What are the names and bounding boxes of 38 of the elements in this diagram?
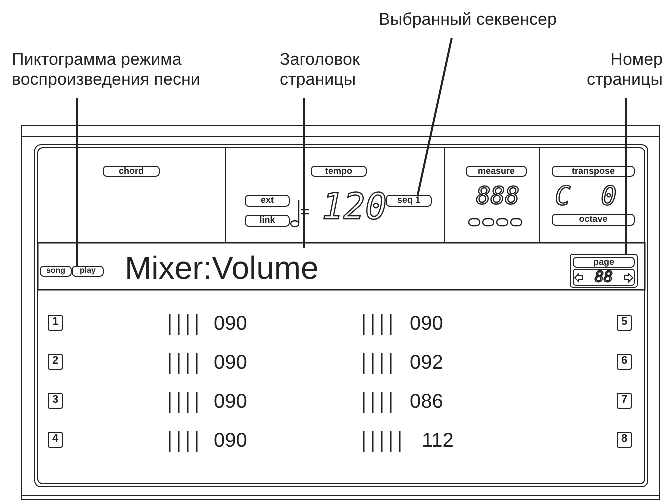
- page-indicator: page 88: [570, 254, 638, 288]
- volume-value: 086: [410, 391, 444, 413]
- channel-number: 7: [617, 393, 632, 409]
- volume-value: 090: [214, 391, 248, 413]
- channel-number: 3: [48, 393, 63, 409]
- volume-value: 090: [214, 352, 248, 374]
- segment-readout: C: [554, 184, 572, 212]
- channel-number: 1: [48, 315, 63, 331]
- callout-text: Заголовок страницы: [280, 50, 400, 94]
- indicator-label: measure: [466, 166, 527, 177]
- channel-number: 5: [617, 315, 632, 331]
- indicator-label: chord: [103, 166, 160, 177]
- indicator-label: transpose: [552, 166, 635, 177]
- channel-number: 8: [617, 432, 632, 448]
- segment-readout: 120: [322, 190, 384, 230]
- leader-line: [303, 98, 305, 248]
- segment-readout: 888: [475, 184, 521, 210]
- indicator-label: ext: [245, 195, 290, 207]
- indicator-label: tempo: [311, 166, 367, 177]
- callout-text: Выбранный секвенсер: [348, 10, 588, 34]
- volume-value: 092: [410, 352, 444, 374]
- indicator-label: link: [245, 215, 290, 227]
- indicator-label: seq 1: [386, 195, 432, 207]
- leader-line: [417, 38, 453, 196]
- volume-value: 090: [214, 430, 248, 452]
- volume-value: 090: [214, 313, 248, 335]
- leader-line: [76, 98, 78, 266]
- channel-number: 4: [48, 432, 63, 448]
- callout-text: Пиктограмма режима воспроизведения песни: [12, 50, 274, 94]
- segment-readout: 0: [600, 184, 618, 212]
- volume-value: 090: [410, 313, 444, 335]
- channel-number: 2: [48, 354, 63, 370]
- indicator-label: octave: [552, 214, 635, 226]
- leader-line: [625, 98, 627, 254]
- page-title: Mixer:Volume: [125, 248, 385, 288]
- volume-value: 112: [422, 430, 454, 452]
- callout-text: Номер страницы: [555, 50, 663, 94]
- channel-number: 6: [617, 354, 632, 370]
